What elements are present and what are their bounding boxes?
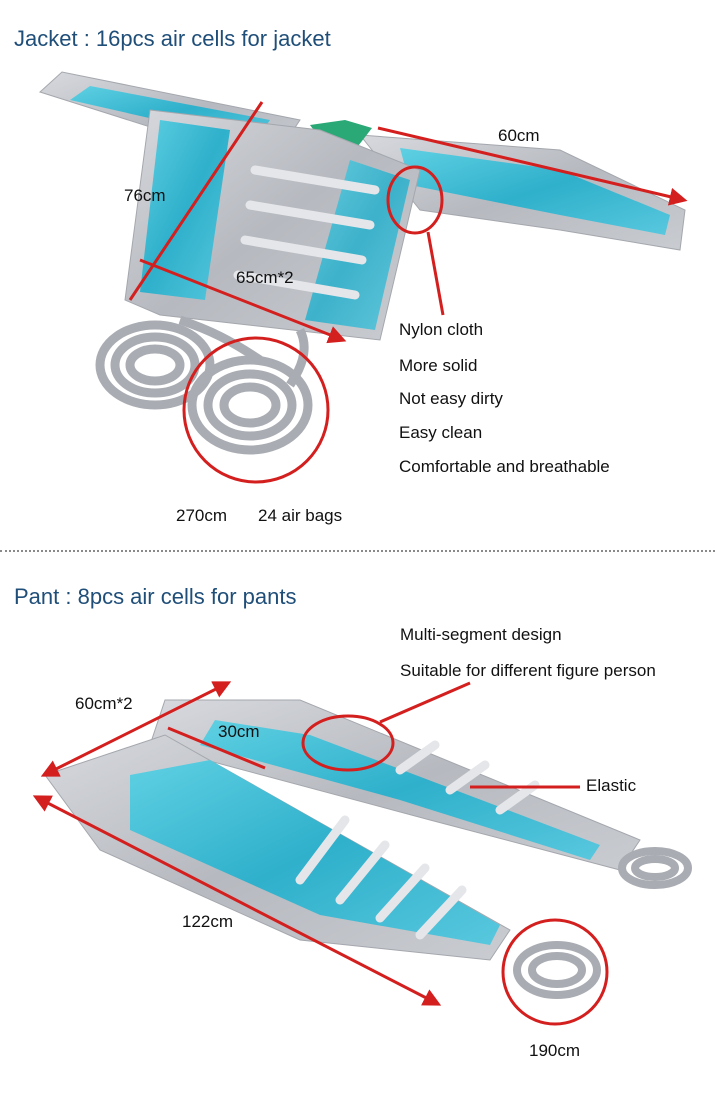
cell-width-arrow: [167, 726, 266, 770]
cloth-pointer-line: [426, 231, 445, 316]
jacket-title: Jacket : 16pcs air cells for jacket: [14, 26, 331, 51]
air-bags-label: 24 air bags: [258, 506, 343, 525]
jacket-feature-3: Not easy dirty: [399, 389, 503, 408]
jacket-height-label: 76cm: [124, 186, 166, 205]
segment-pointer-line: [379, 681, 471, 724]
hose-highlight-circle: [182, 336, 330, 484]
pant-feature-2: Suitable for different figure person: [400, 661, 656, 680]
pant-width-label: 60cm*2: [75, 694, 133, 713]
segment-highlight-circle: [301, 714, 395, 772]
pant-feature-1: Multi-segment design: [400, 625, 562, 644]
jacket-feature-5: Comfortable and breathable: [399, 457, 610, 476]
pant-length-label: 122cm: [182, 912, 234, 931]
pant-hose-label: 190cm: [529, 1041, 581, 1060]
height-arrow: [128, 101, 264, 301]
width-arrow: [139, 258, 347, 344]
pant-length-arrow: [32, 795, 442, 1006]
sleeve-length-label: 60cm: [498, 126, 540, 145]
cell-width-label: 30cm: [218, 722, 260, 741]
jacket-feature-2: More solid: [399, 356, 478, 375]
elastic-label: Elastic: [586, 776, 637, 795]
pant-width-arrow: [40, 681, 232, 777]
section-divider: [0, 550, 715, 552]
pant-title: Pant : 8pcs air cells for pants: [14, 584, 297, 609]
jacket-feature-1: Nylon cloth: [399, 320, 484, 339]
jacket-feature-4: Easy clean: [399, 423, 483, 442]
cloth-highlight-circle: [386, 165, 444, 235]
jacket-image: [39, 71, 686, 455]
jacket-width-label: 65cm*2: [236, 268, 294, 287]
pant-hose-highlight-circle: [501, 918, 609, 1026]
pant-image: [44, 699, 692, 999]
sleeve-arrow: [377, 126, 688, 206]
hose-length-label: 270cm: [176, 506, 228, 525]
